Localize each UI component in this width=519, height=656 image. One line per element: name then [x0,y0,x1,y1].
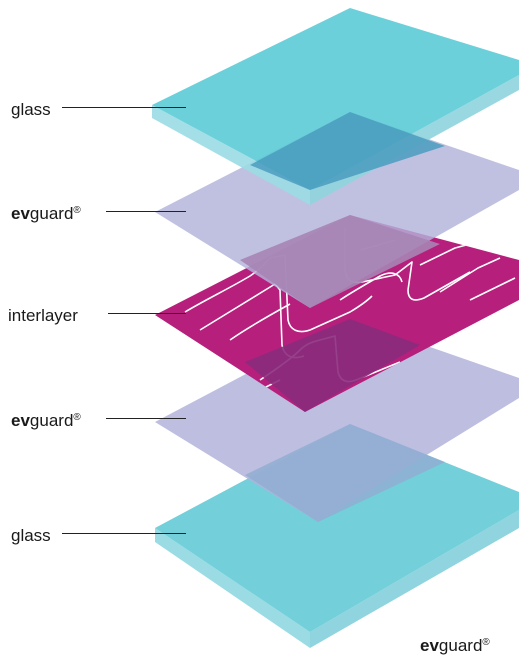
leader-line-evguard-lower [106,418,186,420]
glass-bottom-top-face [155,424,519,632]
glass-bottom-front-edge [155,528,310,648]
glass-top-front-edge [152,105,310,205]
layer-label-evguard-upper: evguard® [11,204,81,223]
overlap-evguard-glass [245,424,445,522]
evguard-layer-lower [155,319,519,522]
leader-line-interlayer [108,313,186,315]
overlap-interlayer-evguard [245,319,420,412]
layer-label-glass-bottom: glass [11,526,51,545]
layer-label-interlayer: interlayer [8,306,78,325]
glass-layer-bottom [155,424,519,648]
interlayer-pattern-line [339,272,403,301]
leader-line-evguard-upper [106,211,186,213]
interlayer-pattern-line [229,303,291,341]
overlap-evguard-interlayer [240,215,440,308]
overlap-glass-evguard [250,112,445,190]
layer-label-glass-top: glass [11,100,51,119]
leader-line-glass-top [62,107,186,109]
glass-bottom-side-edge [310,510,519,648]
interlayer-pattern-line [469,277,516,301]
evguard-logo: evguard® [420,636,490,655]
interlayer-pattern-line [439,257,501,293]
glass-top-top-face [152,8,519,190]
layer-label-evguard-lower: evguard® [11,411,81,430]
leader-line-glass-bottom [62,533,186,535]
